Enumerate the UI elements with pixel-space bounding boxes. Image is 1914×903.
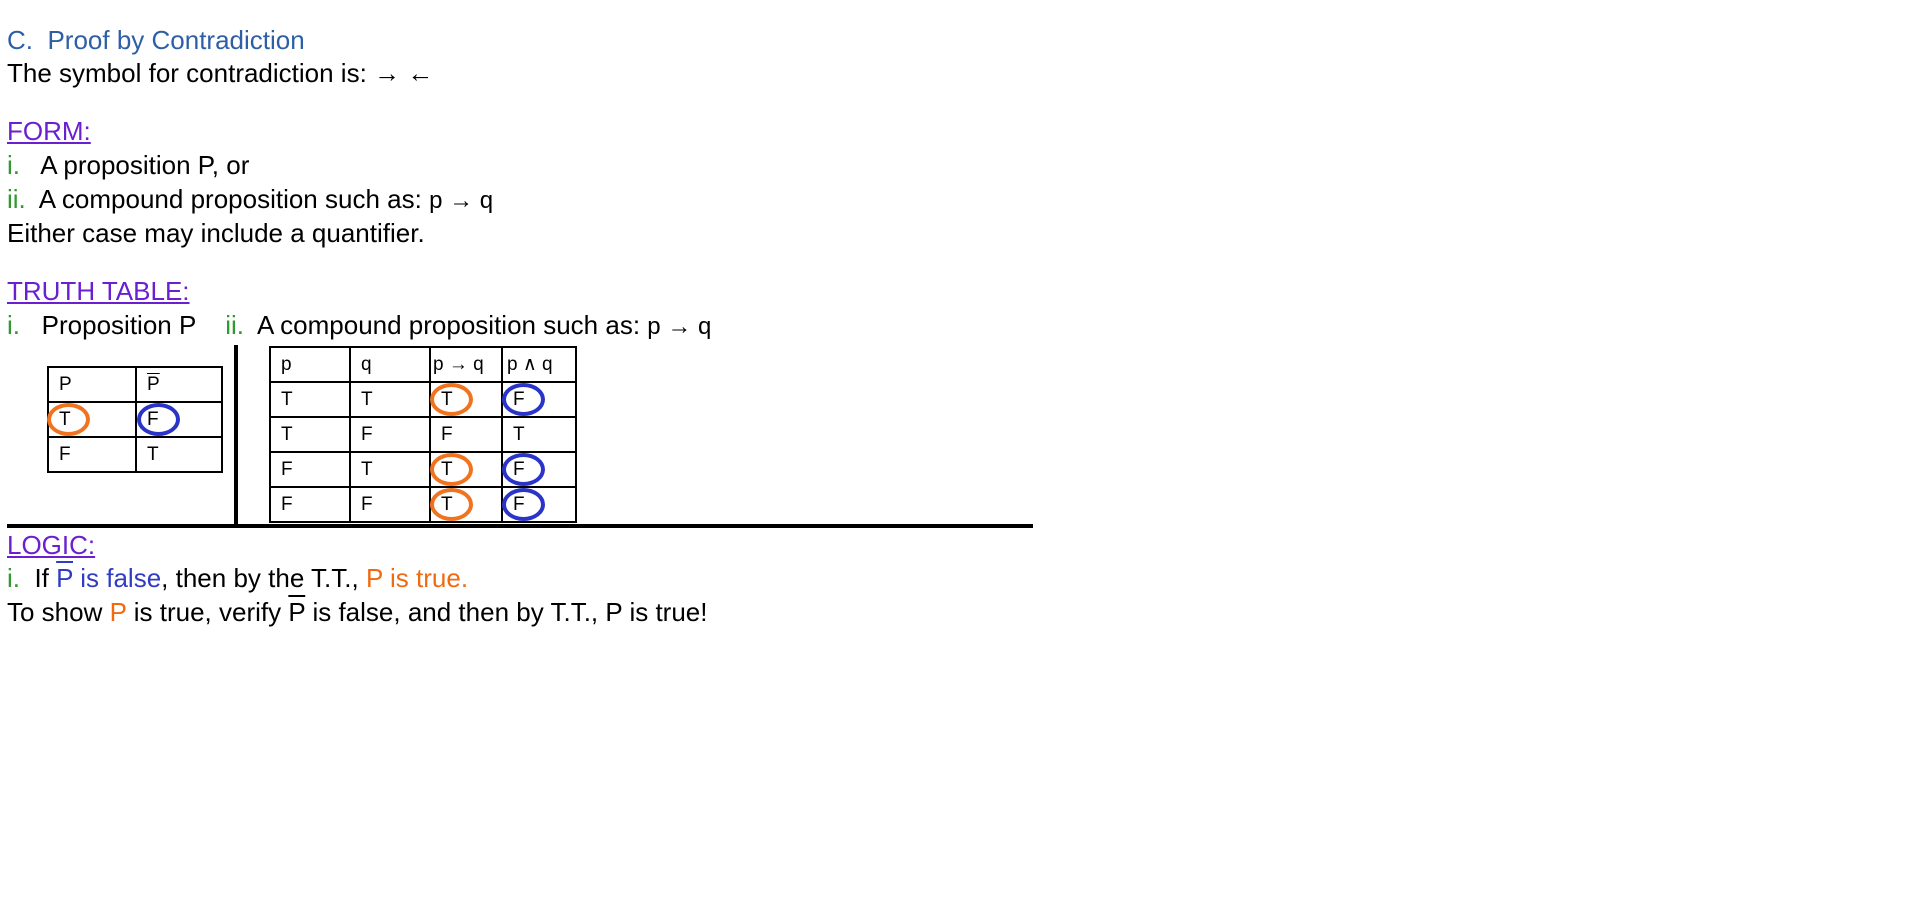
vertical-divider <box>234 345 238 528</box>
table-cell: T <box>429 486 503 523</box>
table-cell: F <box>269 451 351 488</box>
intro-line: The symbol for contradiction is: → ← <box>7 57 433 89</box>
blue-circle <box>502 452 545 486</box>
table-cell: T <box>135 436 223 473</box>
logic-line-2-post: is false, and then by T.T., P is true! <box>312 597 708 627</box>
section-label: C. <box>7 25 33 55</box>
table-cell: F <box>269 486 351 523</box>
table-header: P <box>135 366 223 403</box>
table-row: T F F T <box>269 416 577 453</box>
logic-line-1-false: is false <box>80 563 162 593</box>
blue-circle <box>137 402 180 436</box>
form-item-2-text: A compound proposition such as: <box>38 184 422 214</box>
logic-line-2-pre: To show <box>7 597 103 627</box>
tt-label-1-num: i. <box>7 310 20 340</box>
truth-table-labels: i. Proposition P ii. A compound proposit… <box>7 309 711 343</box>
blue-circle <box>502 487 545 521</box>
table-cell: T <box>349 381 431 418</box>
contradiction-symbol: → ← <box>374 58 434 88</box>
table-cell: T <box>269 381 351 418</box>
table-cell: F <box>501 486 577 523</box>
form-item-1: i. A proposition P, or <box>7 149 249 181</box>
tt-label-2-math: p → q <box>647 313 712 340</box>
orange-circle <box>430 452 473 486</box>
orange-circle <box>430 382 473 416</box>
form-heading: FORM: <box>7 116 91 146</box>
tt-label-1-text: Proposition P <box>41 310 197 340</box>
form-item-1-text: A proposition P, or <box>40 150 250 180</box>
logic-line-1-true: P is true. <box>365 563 469 593</box>
table-cell: T <box>349 451 431 488</box>
table-cell: T <box>429 381 503 418</box>
form-item-1-num: i. <box>7 150 20 180</box>
logic-line-2: To show P is true, verify P is false, an… <box>7 596 707 628</box>
form-item-2-math: p → q <box>429 187 494 214</box>
section-title-text: Proof by Contradiction <box>47 25 305 55</box>
table-cell: T <box>501 416 577 453</box>
logic-line-1: i. If P is false, then by the T.T., P is… <box>7 562 468 594</box>
logic-line-2-mid: is true, verify <box>133 597 282 627</box>
horizontal-divider <box>7 524 1033 528</box>
table-row: T F <box>47 401 223 438</box>
orange-circle <box>47 402 90 436</box>
table-cell: T <box>47 401 137 438</box>
form-item-2-num: ii. <box>7 184 26 214</box>
section-title: C. Proof by Contradiction <box>7 24 305 56</box>
truth-table-pq: p q p → q p ∧ q T T T F T F F T F T T F … <box>269 346 577 523</box>
table-header: p ∧ q <box>501 346 577 383</box>
logic-line-1-num: i. <box>7 563 20 593</box>
logic-line-2-pbar: P <box>288 597 306 627</box>
logic-line-1-mid: , then by the T.T., <box>161 563 359 593</box>
table-header: P <box>47 366 137 403</box>
table-row: F T <box>47 436 223 473</box>
table-cell: F <box>47 436 137 473</box>
table-cell: T <box>269 416 351 453</box>
orange-circle <box>430 487 473 521</box>
logic-line-2-p: P <box>109 597 127 627</box>
table-row: p q p → q p ∧ q <box>269 346 577 383</box>
form-item-2: ii. A compound proposition such as: p → … <box>7 183 493 217</box>
table-cell: F <box>429 416 503 453</box>
table-header: p <box>269 346 351 383</box>
logic-heading: LOGIC: <box>7 530 96 560</box>
truth-table-heading: TRUTH TABLE: <box>7 276 190 306</box>
table-cell: F <box>501 381 577 418</box>
table-header: q <box>349 346 431 383</box>
table-row: T T T F <box>269 381 577 418</box>
table-cell: F <box>135 401 223 438</box>
logic-line-1-pre: If <box>34 563 49 593</box>
intro-text: The symbol for contradiction is: <box>7 58 367 88</box>
table-header: p → q <box>429 346 503 383</box>
blue-circle <box>502 382 545 416</box>
table-cell: T <box>429 451 503 488</box>
table-cell: F <box>501 451 577 488</box>
table-cell: F <box>349 486 431 523</box>
table-row: F F T F <box>269 486 577 523</box>
table-row: F T T F <box>269 451 577 488</box>
truth-table-p: P P T F F T <box>47 366 223 473</box>
tt-label-2-text: A compound proposition such as: <box>257 310 641 340</box>
logic-line-1-pbar: P <box>56 563 74 593</box>
tt-label-2-num: ii. <box>225 310 245 340</box>
form-note: Either case may include a quantifier. <box>7 218 425 248</box>
table-row: P P <box>47 366 223 403</box>
table-cell: F <box>349 416 431 453</box>
